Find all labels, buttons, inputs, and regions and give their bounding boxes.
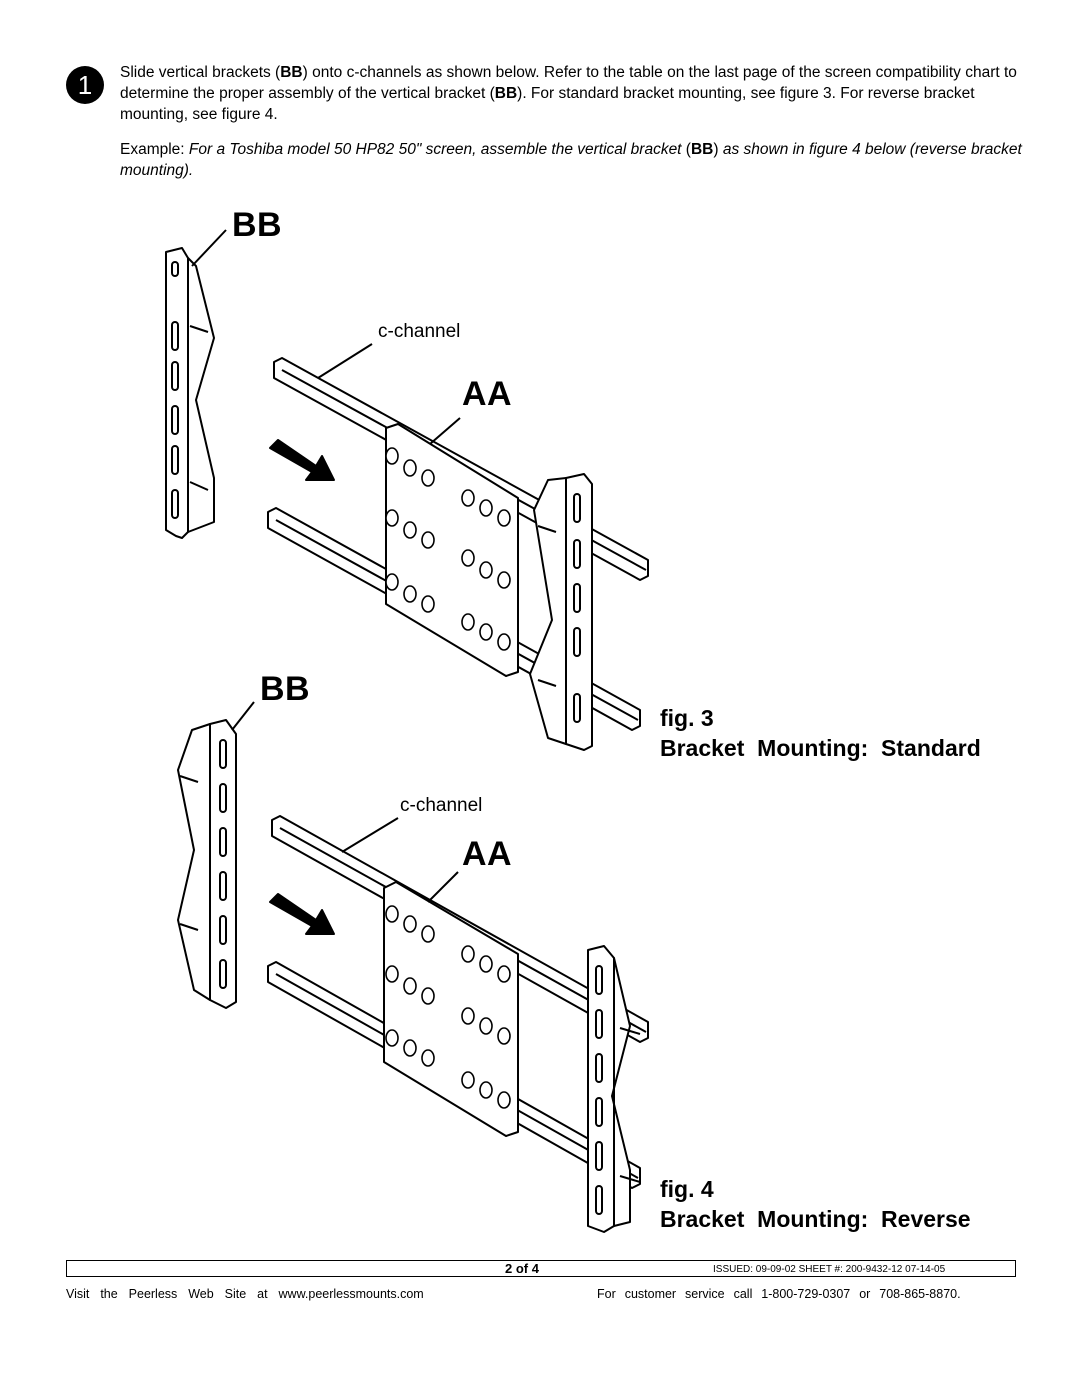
fig4-caption: Bracket Mounting: Reverse xyxy=(660,1206,971,1232)
part-ref-bb: BB xyxy=(494,85,518,102)
fig3-caption: Bracket Mounting: Standard xyxy=(660,735,981,761)
vertical-bracket-bb xyxy=(165,247,215,539)
vertical-bracket-bb xyxy=(177,719,237,1009)
example-text: ) xyxy=(713,141,723,158)
fig3-number: fig. 3 xyxy=(660,705,714,731)
fig4-number: fig. 4 xyxy=(660,1176,714,1202)
example-paragraph: Example: For a Toshiba model 50 HP82 50"… xyxy=(120,139,1025,181)
example-text: as shown in figure 4 below (reverse brac… xyxy=(120,141,1022,179)
arrow-icon xyxy=(269,893,335,935)
footer-bar xyxy=(66,1260,1016,1277)
customer-service-line: For customer service call 1-800-729-0307… xyxy=(597,1287,961,1301)
leader-line xyxy=(341,817,399,853)
part-ref-bb: BB xyxy=(280,64,303,81)
page-number: 2 of 4 xyxy=(505,1261,539,1276)
step-number-badge: 1 xyxy=(66,66,104,104)
part-ref-bb: BB xyxy=(690,141,714,158)
issued-sheet-info: ISSUED: 09-09-02 SHEET #: 200-9432-12 07… xyxy=(713,1264,946,1275)
fig3-aa-label: AA xyxy=(462,375,513,413)
arrow-icon xyxy=(269,439,335,481)
leader-line xyxy=(231,701,255,731)
instruction-text: ). For standard bracket mounting, see fi… xyxy=(120,85,975,123)
leader-line xyxy=(191,229,227,267)
example-label: Example: xyxy=(120,141,189,158)
mounting-plate-aa xyxy=(383,871,519,1137)
instruction-text: Slide vertical brackets ( xyxy=(120,64,281,81)
mounting-plate-aa xyxy=(385,417,519,677)
instruction-text: ) onto c-channels as shown below. Refer … xyxy=(120,64,1017,102)
instructions: Slide vertical brackets (BB) onto c-chan… xyxy=(120,62,1025,181)
mounted-bracket-bb xyxy=(587,945,641,1233)
website-line: Visit the Peerless Web Site at www.peerl… xyxy=(66,1287,424,1301)
fig4-channel-label: c-channel xyxy=(400,795,483,816)
example-text: ( xyxy=(681,141,691,158)
instruction-paragraph: Slide vertical brackets (BB) onto c-chan… xyxy=(120,62,1025,125)
fig4-aa-label: AA xyxy=(462,835,513,873)
fig4-bb-label: BB xyxy=(260,670,311,708)
example-text: For a Toshiba model 50 HP82 50" screen, … xyxy=(188,141,682,158)
fig3-channel-label: c-channel xyxy=(378,321,461,342)
fig3-bb-label: BB xyxy=(232,206,283,244)
mounted-bracket-bb xyxy=(529,473,593,751)
leader-line xyxy=(317,343,373,379)
